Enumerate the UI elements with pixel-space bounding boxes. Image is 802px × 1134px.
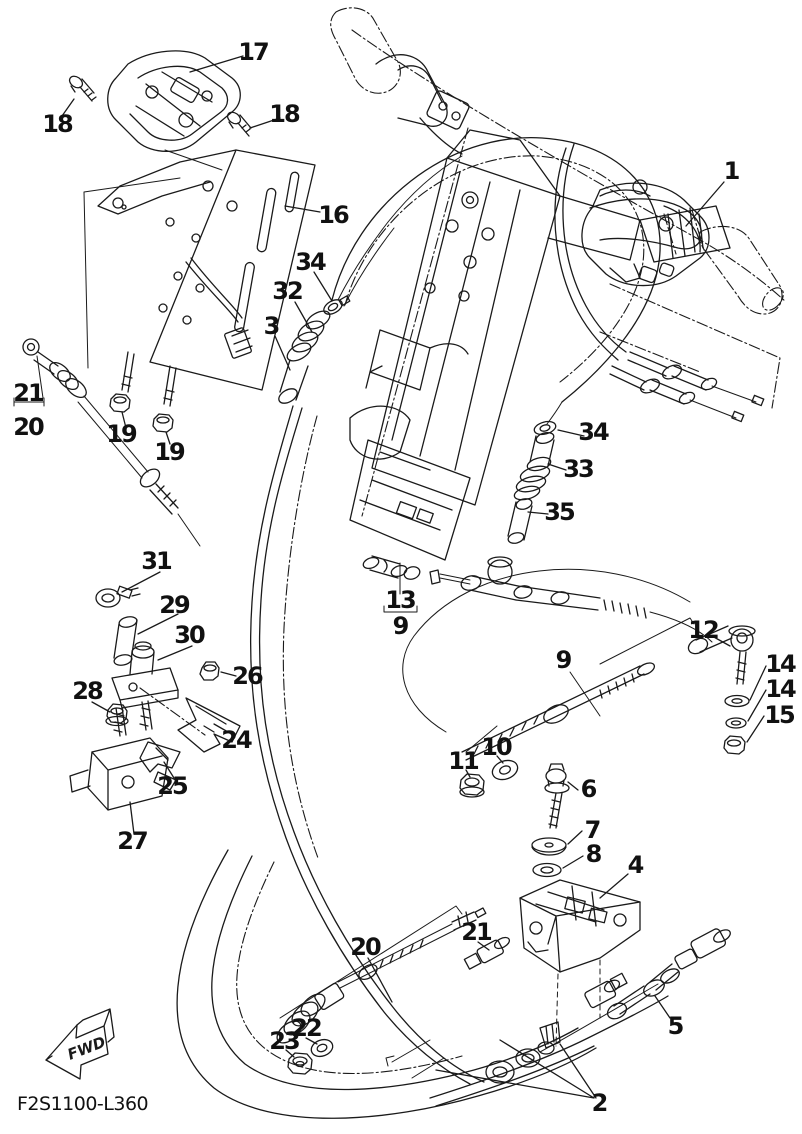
cable-bracket-4: [519, 879, 641, 1047]
callout-3-7: 3: [263, 312, 281, 340]
callout-29-29: 29: [159, 591, 190, 619]
nut-15: [723, 735, 746, 755]
callout-22-38: 22: [291, 1014, 322, 1042]
callout-19-10: 19: [106, 420, 137, 448]
washer-22: [310, 1038, 334, 1058]
clamp-31: [95, 585, 141, 608]
callout-19-11: 19: [154, 438, 185, 466]
lever-24: [177, 697, 241, 753]
bolt-6: [544, 763, 570, 829]
callout-15-21: 15: [764, 701, 795, 729]
callout-24-33: 24: [221, 726, 252, 754]
callout-35-14: 35: [544, 498, 575, 526]
rod-9-assembly: [461, 662, 656, 761]
cable-fittings-bottom: [385, 972, 669, 1107]
callout-14-19: 14: [765, 650, 796, 678]
callout-9-18: 9: [555, 646, 573, 674]
fitting-30: [111, 641, 206, 736]
nut-23: [287, 1052, 313, 1075]
callout-20-36: 20: [350, 933, 381, 961]
washer-14-upper: [724, 694, 750, 708]
callout-34-12: 34: [578, 418, 609, 446]
ball-joint-12: [599, 617, 756, 685]
screw-18-right: [226, 111, 252, 137]
nut-19-left: [109, 393, 131, 413]
steering-cable-upper: [13, 338, 201, 547]
bracket-27: [69, 700, 169, 811]
callout-4-27: 4: [627, 851, 645, 879]
leader-lines: [61, 55, 767, 1099]
tube-29: [113, 616, 138, 666]
throttle-cable-adjusters: [599, 283, 781, 423]
callout-21-8: 21: [13, 379, 44, 407]
cable-routing: [176, 137, 691, 1119]
callout-8-26: 8: [585, 840, 603, 868]
callout-11-23: 11: [448, 747, 479, 775]
callout-2-41: 2: [591, 1089, 609, 1117]
washer-7: [531, 837, 567, 856]
callout-9-16: 9: [392, 612, 410, 640]
callout-21-37: 21: [461, 918, 492, 946]
callout-6-24: 6: [580, 775, 598, 803]
fwd-arrow: FWD: [45, 1008, 115, 1080]
callout-28-32: 28: [72, 677, 103, 705]
callout-18-1: 18: [42, 110, 73, 138]
nut-26: [199, 661, 220, 681]
nut-11: [459, 773, 485, 798]
cable-5: [606, 928, 731, 1020]
cable-end-group-3: [278, 155, 463, 404]
callout-34-5: 34: [295, 248, 326, 276]
callout-16-3: 16: [318, 201, 349, 229]
callout-23-39: 23: [269, 1027, 300, 1055]
cable-joint-13: [362, 555, 713, 643]
lever-25: [139, 741, 181, 791]
screw-18-left: [68, 75, 97, 102]
shift-lever-assembly: [107, 50, 241, 171]
callout-12-17: 12: [688, 616, 719, 644]
callout-20-9: 20: [13, 413, 44, 441]
diagram-code-label: F2S1100-L360: [17, 1093, 149, 1115]
mount-plate: [83, 149, 316, 407]
callout-5-40: 5: [667, 1012, 685, 1040]
callout-13-15: 13: [385, 586, 416, 614]
callout-27-35: 27: [117, 827, 148, 855]
fitting-21-lower: [463, 936, 511, 970]
nut-19-right: [152, 413, 174, 433]
washer-14-lower: [725, 717, 747, 729]
callout-17-0: 17: [238, 38, 269, 66]
cable-end-group-33: [507, 401, 563, 544]
callout-14-20: 14: [765, 675, 796, 703]
shift-cable-lower: [276, 905, 487, 1044]
callout-32-6: 32: [272, 277, 303, 305]
callout-31-28: 31: [141, 547, 172, 575]
callout-18-2: 18: [269, 100, 300, 128]
callout-7-25: 7: [584, 816, 602, 844]
callout-30-30: 30: [174, 621, 205, 649]
handlebar-switch: [581, 179, 710, 287]
washer-8: [532, 862, 562, 878]
handlebar: [330, 7, 787, 315]
callout-10-22: 10: [481, 733, 512, 761]
callout-33-13: 33: [563, 455, 594, 483]
steering-column-assembly: [349, 127, 731, 561]
callout-1-4: 1: [723, 157, 741, 185]
fwd-arrow-label: FWD: [65, 1033, 108, 1064]
callout-25-34: 25: [157, 772, 188, 800]
callout-26-31: 26: [232, 662, 263, 690]
